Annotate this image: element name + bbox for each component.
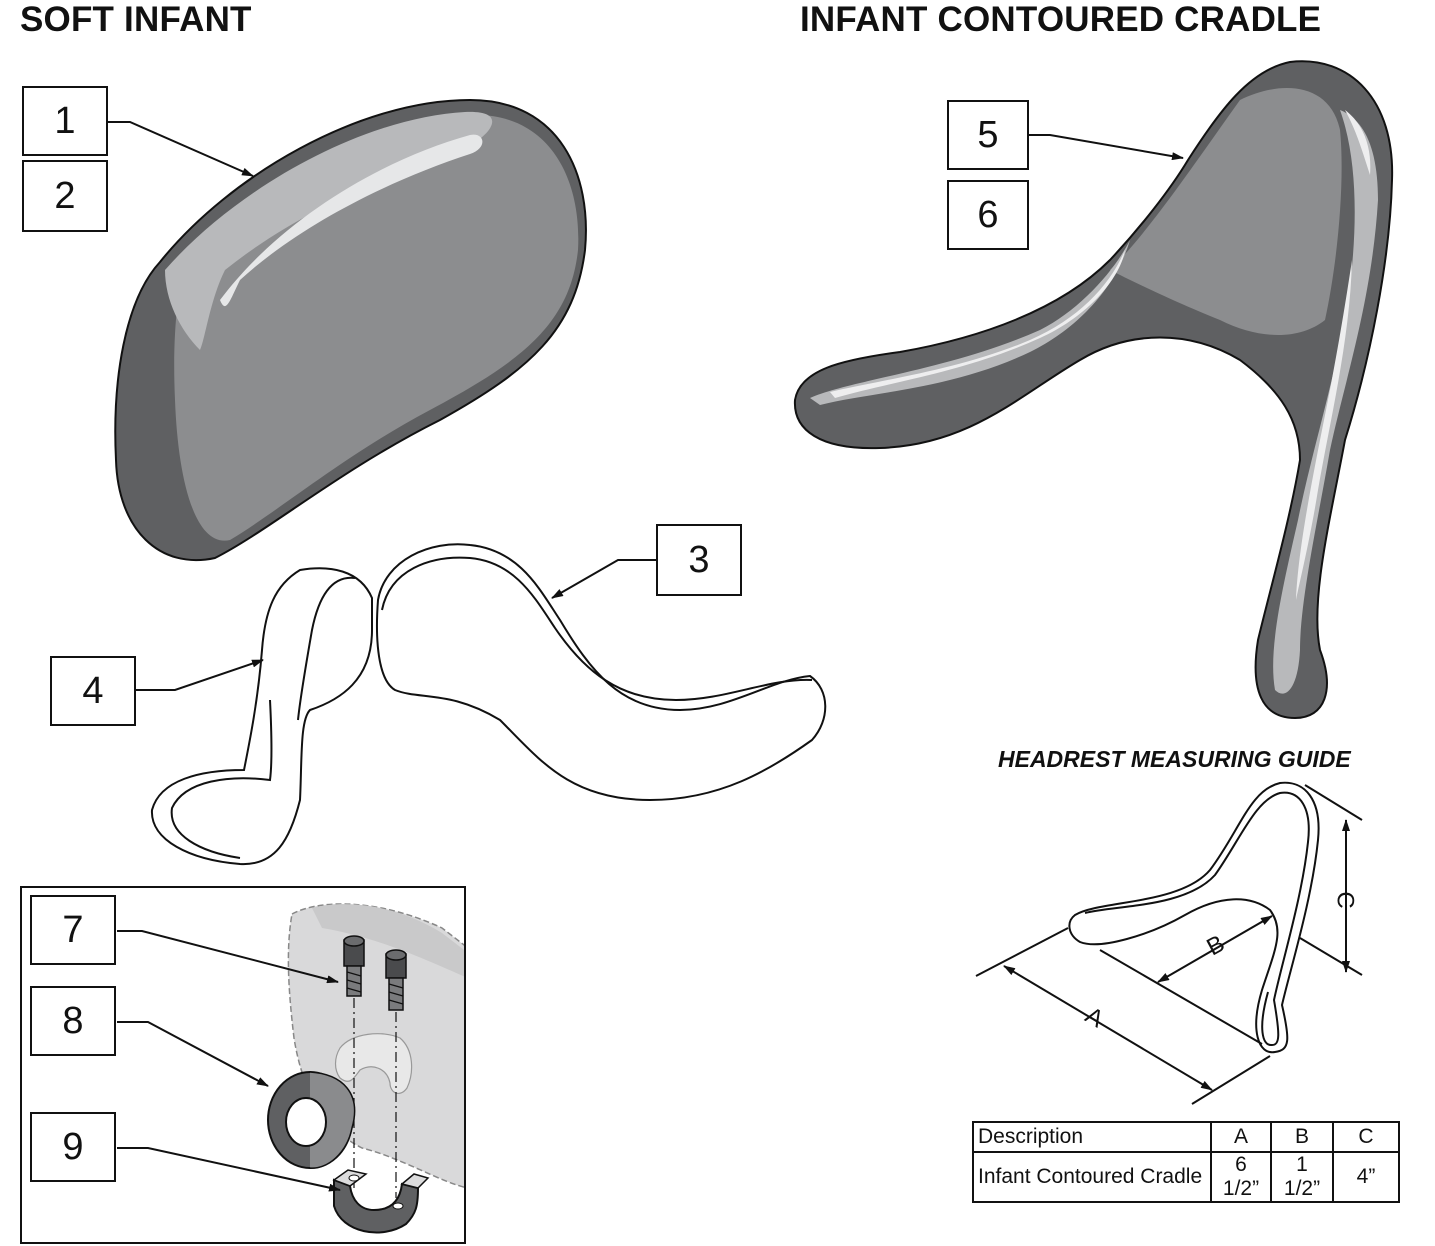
callout-4: 4 xyxy=(50,656,136,726)
callout-2: 2 xyxy=(22,160,108,232)
spacer-ring xyxy=(267,1071,356,1169)
row-b: 1 1/2” xyxy=(1270,1151,1334,1203)
table-row: Infant Contoured Cradle 6 1/2” 1 1/2” 4” xyxy=(972,1151,1400,1203)
outline-pad xyxy=(150,543,827,866)
measurement-table: Description A B C Infant Contoured Cradl… xyxy=(972,1121,1400,1203)
bolt-right xyxy=(385,949,407,1011)
leader-lines xyxy=(107,121,1184,691)
hardware-inset xyxy=(20,886,466,1244)
header-b: B xyxy=(1270,1121,1334,1153)
callout-3: 3 xyxy=(656,524,742,596)
callout-6: 6 xyxy=(947,180,1029,250)
callout-1: 1 xyxy=(22,86,108,156)
dimension-label-c: C xyxy=(1331,891,1359,909)
header-a: A xyxy=(1210,1121,1272,1153)
infant-contoured-cradle xyxy=(793,60,1394,720)
hardware-art xyxy=(117,903,464,1234)
callout-5: 5 xyxy=(947,100,1029,170)
clamp-half xyxy=(332,1169,430,1234)
row-c: 4” xyxy=(1332,1151,1400,1203)
callout-9: 9 xyxy=(30,1112,116,1182)
bolt-left xyxy=(343,935,365,997)
row-a: 6 1/2” xyxy=(1210,1151,1272,1203)
soft-infant-heading: SOFT INFANT xyxy=(20,0,252,39)
header-c: C xyxy=(1332,1121,1400,1153)
callout-7: 7 xyxy=(30,895,116,965)
contoured-cradle-heading: INFANT CONTOURED CRADLE xyxy=(800,0,1322,39)
table-header-row: Description A B C xyxy=(972,1121,1400,1153)
dimension-lines xyxy=(975,784,1363,1105)
header-description: Description xyxy=(972,1121,1212,1153)
soft-infant-pad xyxy=(114,98,587,562)
callout-8: 8 xyxy=(30,986,116,1056)
measuring-guide-heading: HEADREST MEASURING GUIDE xyxy=(998,746,1351,772)
row-description: Infant Contoured Cradle xyxy=(972,1151,1212,1203)
